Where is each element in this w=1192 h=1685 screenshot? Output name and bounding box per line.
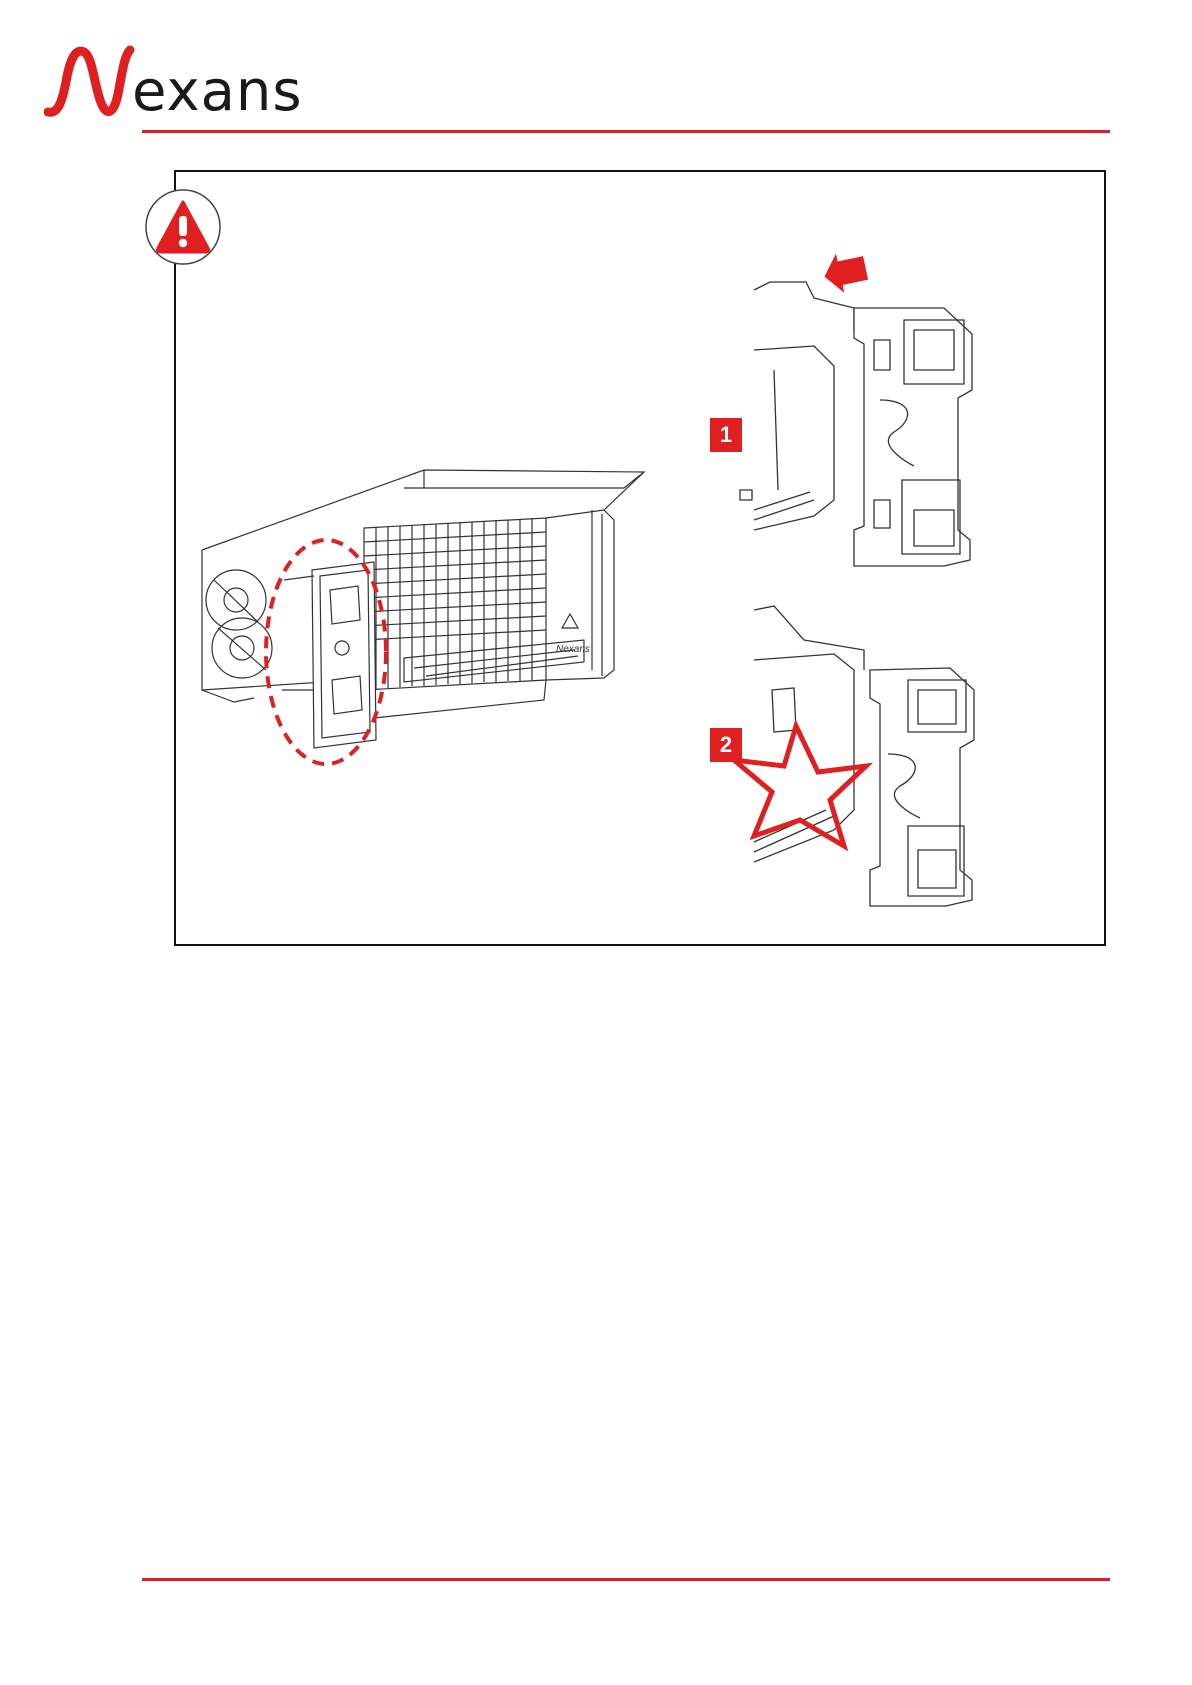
- chassis-brand-mark: Nexans: [556, 644, 590, 655]
- push-left-arrow-icon: [820, 248, 869, 296]
- footer-rule: [142, 1578, 1110, 1581]
- nexans-wave-mark: [44, 42, 144, 122]
- step-badge-1: 1: [710, 418, 742, 452]
- figure-illustration: Nexans: [174, 170, 1106, 946]
- chassis-drawing: [202, 470, 644, 748]
- warning-icon: [144, 188, 222, 266]
- logo-wordmark: exans: [132, 64, 303, 120]
- nexans-logo: exans: [44, 42, 314, 122]
- detail-step-1-drawing: [740, 282, 972, 566]
- click-star-icon: [734, 726, 866, 846]
- step-badge-2: 2: [710, 728, 742, 762]
- header-rule: [142, 130, 1110, 133]
